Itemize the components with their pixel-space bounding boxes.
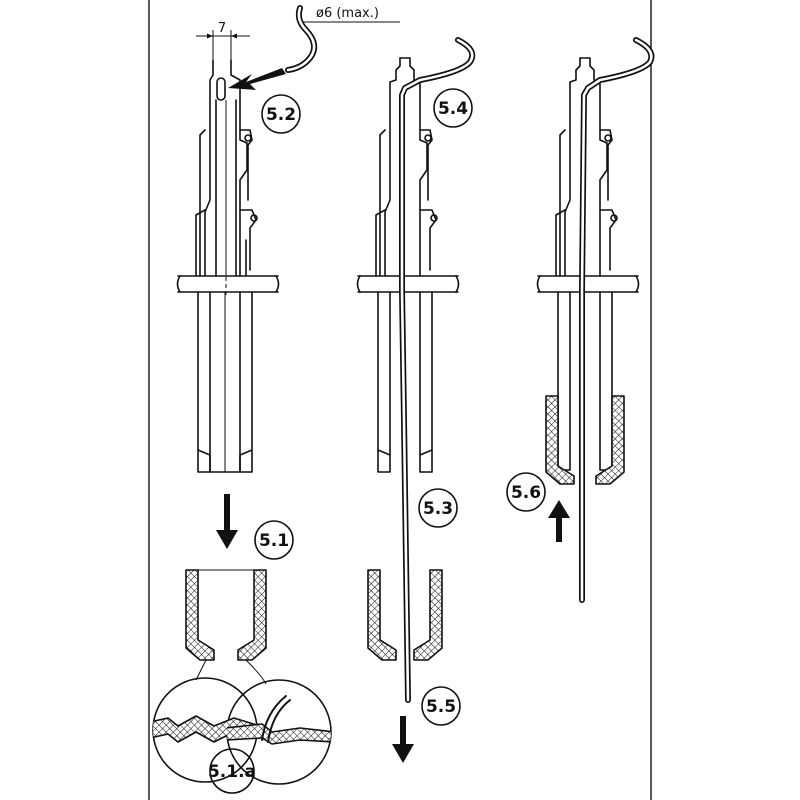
down-arrow-5-5	[392, 716, 414, 763]
cable-diameter-callout: ø6 (max.)	[228, 5, 400, 90]
panel-2-cable	[399, 37, 476, 703]
step-5-1a-badge: 5.1.a	[208, 748, 256, 794]
step-5-5-badge: 5.5	[421, 686, 461, 726]
step-5-6-badge: 5.6	[506, 472, 546, 512]
insert-arrow	[228, 68, 286, 90]
step-5-3-badge: 5.3	[418, 488, 458, 528]
diameter-label: ø6 (max.)	[316, 6, 379, 21]
step-5-1-label: 5.1	[259, 531, 289, 551]
step-5-1a-label: 5.1.a	[208, 762, 256, 782]
up-arrow-5-6	[548, 500, 570, 542]
dimension-width-label: 7	[218, 21, 226, 36]
step-5-1-badge: 5.1	[254, 520, 294, 560]
step-5-2-badge: 5.2	[261, 94, 301, 134]
step-5-2-label: 5.2	[266, 105, 296, 125]
seal-cap-1	[185, 569, 267, 661]
panel-1-tube	[176, 59, 280, 473]
step-5-5-label: 5.5	[426, 697, 456, 717]
panel-3-cable	[579, 37, 655, 603]
step-5-4-label: 5.4	[438, 99, 468, 119]
detail-zoom	[152, 659, 332, 785]
seal-cap-2	[367, 569, 443, 661]
seal-cap-3	[545, 395, 625, 485]
panel-2-tube	[356, 57, 460, 473]
dimension-width: 7	[196, 21, 250, 60]
down-arrow-5-1	[216, 494, 238, 549]
step-5-6-label: 5.6	[511, 483, 541, 503]
step-5-4-badge: 5.4	[433, 88, 473, 128]
step-5-3-label: 5.3	[423, 499, 453, 519]
